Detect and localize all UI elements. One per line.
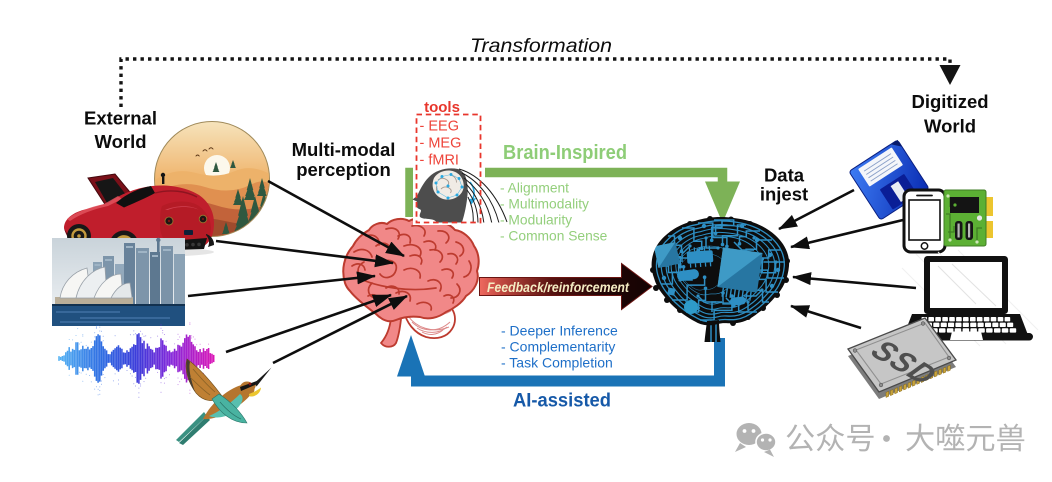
- watermark-glyph-1: [816, 423, 845, 452]
- arrow-audio-to-brain: [225, 293, 392, 354]
- svg-text:- Common Sense: - Common Sense: [500, 229, 608, 244]
- audio-waveform-image: [58, 322, 215, 398]
- circuit-chip-small: [653, 241, 681, 269]
- circuit-capsule: [677, 269, 699, 281]
- digital-circuit-brain-illustration: [650, 216, 790, 342]
- svg-text:- Multimodality: - Multimodality: [500, 197, 589, 212]
- eeg-electrode-dots: [434, 173, 464, 200]
- brain-gyri-lines: [351, 224, 472, 311]
- ai-assisted-arrow: [397, 335, 725, 387]
- transformation-arrowhead: [939, 65, 961, 85]
- tools-item-fmri: - fMRI: [420, 153, 459, 169]
- transformation-label: Transformation: [470, 35, 612, 57]
- eeg-head-icon: [412, 168, 508, 223]
- external-world-label: External World: [84, 108, 157, 153]
- svg-text:perception: perception: [296, 159, 391, 180]
- svg-text:Digitized: Digitized: [911, 91, 988, 112]
- watermark-glyph-4: [937, 423, 965, 451]
- brain-inspired-arrow: [405, 167, 740, 223]
- watermark-glyph-2: [847, 424, 874, 452]
- watermark-glyph-0: [786, 424, 815, 452]
- svg-text:World: World: [924, 116, 976, 137]
- svg-text:External: External: [84, 108, 157, 129]
- opera-house-sails: [55, 266, 133, 304]
- arrow-bird-to-brain: [272, 294, 408, 365]
- tools-item-meg: - MEG: [420, 136, 462, 152]
- device-arrows: [778, 188, 917, 330]
- feedback-arrow: Feedback/reinforcement: [479, 262, 653, 311]
- tools-panel: tools - EEG - MEG - fMRI: [412, 99, 508, 225]
- circuit-chip-large: [717, 247, 763, 301]
- modality-arrows: [187, 179, 408, 365]
- digitized-world-label: Digitized World: [911, 91, 988, 137]
- arrow-floppy-to-brain: [778, 188, 855, 231]
- svg-text:injest: injest: [760, 184, 808, 205]
- svg-text:- Complementarity: - Complementarity: [501, 339, 615, 355]
- watermark-text: [786, 423, 1025, 452]
- multimodal-perception-label: Multi-modal perception: [292, 139, 396, 180]
- arrow-phone-to-brain: [790, 218, 904, 250]
- circuit-board-icon: [943, 189, 993, 247]
- arrow-city-to-brain: [187, 271, 376, 298]
- watermark-separator-dot: [883, 435, 890, 442]
- brain-inspired-title: Brain-Inspired: [503, 142, 627, 164]
- tools-item-eeg: - EEG: [420, 119, 459, 135]
- wechat-icon: [735, 423, 777, 457]
- brain-inspired-list: - Alignment - Multimodality - Modularity…: [500, 181, 608, 244]
- biological-brain-illustration: [342, 217, 480, 348]
- circuit-dip-chip: [686, 246, 714, 268]
- arrow-laptop-to-brain: [792, 272, 917, 290]
- svg-text:- Task Completion: - Task Completion: [501, 355, 613, 371]
- svg-text:World: World: [94, 131, 146, 152]
- ssd-pins: [885, 364, 951, 398]
- svg-text:- Deeper Inference: - Deeper Inference: [501, 323, 618, 339]
- watermark: 公众号 · 大噬元兽: [735, 423, 1025, 457]
- feedback-label: Feedback/reinforcement: [487, 280, 630, 295]
- watermark-glyph-6: [997, 423, 1025, 452]
- transformation-flow-arrow: [119, 57, 961, 107]
- svg-text:Multi-modal: Multi-modal: [292, 139, 396, 160]
- bird-image: [176, 358, 272, 445]
- smartphone-icon: [902, 188, 947, 254]
- tools-dashed-box: [415, 113, 482, 224]
- svg-text:- Modularity: - Modularity: [500, 213, 572, 228]
- arrow-ssd-to-brain: [790, 304, 862, 330]
- circuit-big-dot: [684, 300, 698, 314]
- data-injest-label: Data injest: [760, 165, 808, 205]
- arrow-mountain-to-brain: [267, 179, 405, 258]
- arrow-car-to-brain: [215, 239, 394, 268]
- ai-assisted-title: AI-assisted: [513, 390, 611, 412]
- ai-assisted-list: - Deeper Inference - Complementarity - T…: [501, 323, 618, 371]
- watermark-glyph-5: [966, 425, 995, 452]
- svg-text:- Alignment: - Alignment: [500, 181, 569, 196]
- svg-text:Data: Data: [764, 165, 805, 186]
- watermark-glyph-3: [906, 423, 934, 452]
- sydney-opera-house-image: [52, 237, 185, 326]
- tools-title: tools: [424, 99, 460, 116]
